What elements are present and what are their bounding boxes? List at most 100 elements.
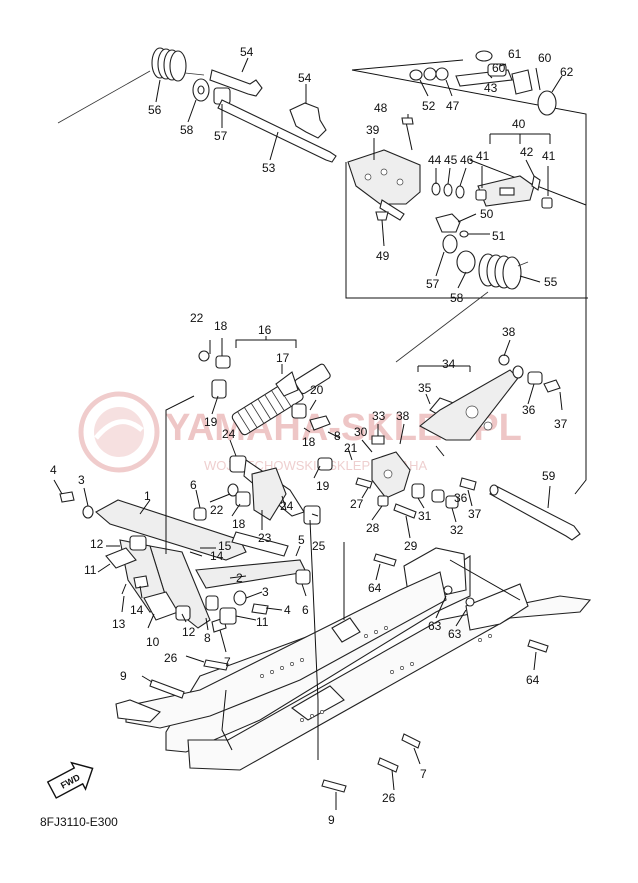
callout-36: 36 [522, 403, 536, 417]
callout-64: 64 [526, 673, 540, 687]
callout-57: 57 [426, 277, 440, 291]
upper-assembly-outline [345, 59, 588, 495]
callout-14: 14 [210, 549, 224, 563]
callout-18: 18 [214, 319, 228, 333]
callout-24: 24 [280, 499, 294, 513]
callout-64: 64 [368, 581, 382, 595]
callout-59: 59 [542, 469, 556, 483]
shock-absorber [198, 336, 333, 471]
callout-48: 48 [374, 101, 388, 115]
callout-44: 44 [428, 153, 442, 167]
callout-7: 7 [224, 655, 231, 669]
callout-16: 16 [258, 323, 272, 337]
callout-19: 19 [204, 415, 218, 429]
callout-14: 14 [130, 603, 144, 617]
callout-12: 12 [182, 625, 196, 639]
callout-4: 4 [50, 463, 57, 477]
lower-bolts [149, 553, 549, 793]
callout-26: 26 [382, 791, 396, 805]
callout-52: 52 [422, 99, 436, 113]
watermark-logo [78, 391, 160, 473]
callout-31: 31 [418, 509, 432, 523]
callout-43: 43 [484, 81, 498, 95]
callout-11: 11 [84, 563, 97, 577]
pivot-bracket [355, 435, 477, 519]
slide-rail-front [115, 571, 447, 729]
callout-3: 3 [262, 585, 269, 599]
callout-38: 38 [502, 325, 516, 339]
callout-10: 10 [146, 635, 160, 649]
callout-2: 2 [236, 571, 243, 585]
callout-62: 62 [560, 65, 574, 79]
callout-11: 11 [256, 615, 269, 629]
callout-29: 29 [404, 539, 418, 553]
callout-9: 9 [120, 669, 127, 683]
callout-32: 32 [450, 523, 464, 537]
callout-6: 6 [302, 603, 309, 617]
callout-36: 36 [454, 491, 468, 505]
callout-56: 56 [148, 103, 162, 117]
front-arm-assembly [59, 455, 321, 633]
callout-7: 7 [420, 767, 427, 781]
callout-42: 42 [520, 145, 534, 159]
callout-45: 45 [444, 153, 458, 167]
callout-23: 23 [258, 531, 272, 545]
callout-24: 24 [222, 427, 236, 441]
callout-35: 35 [418, 381, 432, 395]
callout-8: 8 [204, 631, 211, 645]
link-rod-assembly [417, 354, 563, 441]
callout-47: 47 [446, 99, 460, 113]
callout-46: 46 [460, 153, 474, 167]
callout-3: 3 [78, 473, 85, 487]
callout-21: 21 [344, 441, 358, 455]
callout-8: 8 [334, 429, 341, 443]
callout-60: 60 [538, 51, 552, 65]
callout-labels: 1 2 3 3 4 4 5 6 6 7 7 8 8 9 9 10 11 11 1… [50, 45, 574, 827]
callout-54: 54 [298, 71, 312, 85]
callout-22: 22 [190, 311, 204, 325]
torsion-spring-56 [151, 47, 187, 82]
callout-17: 17 [276, 351, 290, 365]
callout-5: 5 [298, 533, 305, 547]
callout-53: 53 [262, 161, 276, 175]
callout-1: 1 [144, 489, 151, 503]
diagram-code: 8FJ3110-E300 [40, 815, 118, 829]
callout-60: 60 [492, 61, 506, 75]
callout-57: 57 [214, 129, 228, 143]
callout-37: 37 [554, 417, 568, 431]
callout-18: 18 [302, 435, 316, 449]
upper-right-parts [347, 50, 557, 238]
callout-58: 58 [180, 123, 194, 137]
callout-38: 38 [396, 409, 410, 423]
callout-41: 41 [542, 149, 556, 163]
callout-41: 41 [476, 149, 490, 163]
callout-34: 34 [442, 357, 456, 371]
callout-55: 55 [544, 275, 558, 289]
callout-33: 33 [372, 409, 386, 423]
callout-25: 25 [312, 539, 326, 553]
callout-13: 13 [112, 617, 126, 631]
fwd-arrow-icon: FWD [46, 761, 94, 799]
callout-20: 20 [310, 383, 324, 397]
callout-12: 12 [90, 537, 104, 551]
callout-28: 28 [366, 521, 380, 535]
callout-30: 30 [354, 425, 368, 439]
callout-49: 49 [376, 249, 390, 263]
callout-6: 6 [190, 478, 197, 492]
callout-37: 37 [468, 507, 482, 521]
callout-54: 54 [240, 45, 254, 59]
callout-18: 18 [232, 517, 246, 531]
shaft-59 [489, 484, 581, 541]
callout-27: 27 [350, 497, 364, 511]
callout-50: 50 [480, 207, 494, 221]
callout-4: 4 [284, 603, 291, 617]
callout-9: 9 [328, 813, 335, 827]
callout-51: 51 [492, 229, 506, 243]
callout-39: 39 [366, 123, 380, 137]
callout-61: 61 [508, 47, 522, 61]
torsion-spring-55 [395, 234, 529, 363]
callout-63: 63 [428, 619, 442, 633]
callout-58: 58 [450, 291, 464, 305]
rail-holes [260, 626, 492, 722]
